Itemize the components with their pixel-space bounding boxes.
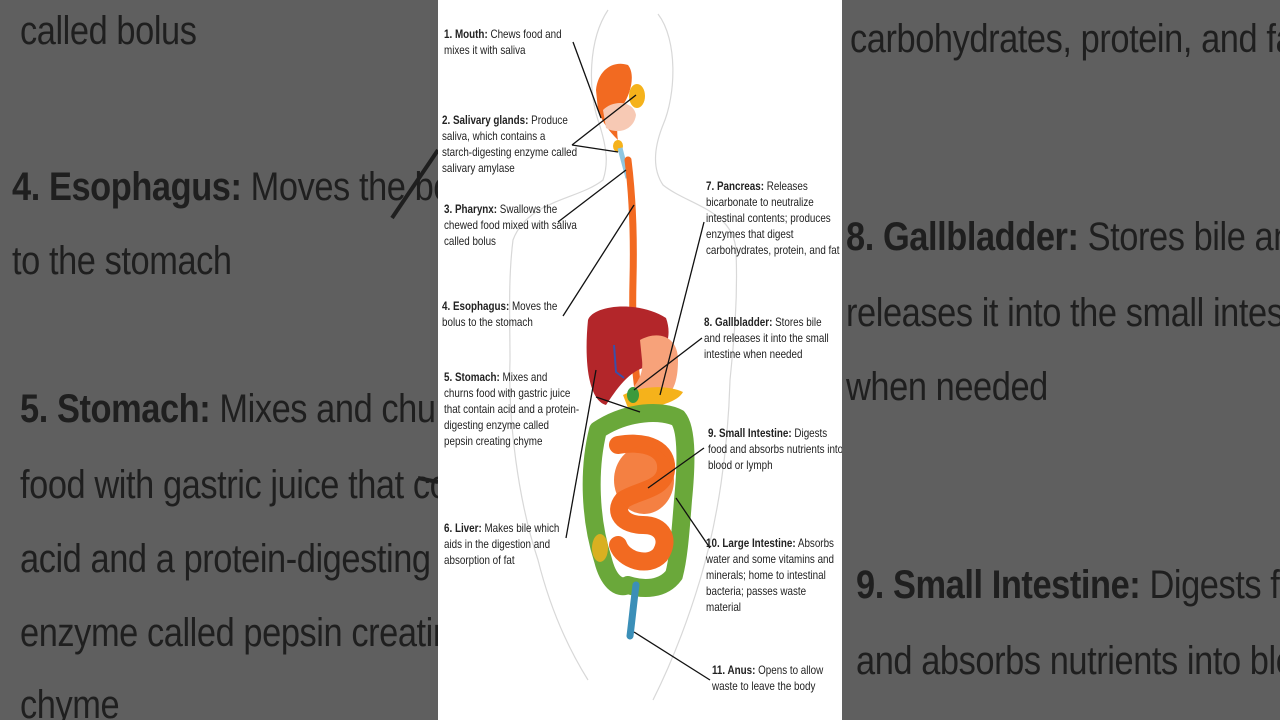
right-bg-gallbladder-line3: when needed	[846, 365, 1048, 409]
label-salivary-glands: 2. Salivary glands: Produce saliva, whic…	[442, 113, 578, 175]
right-zoomed-background: carbohydrates, protein, and fat 8. Gallb…	[842, 0, 1280, 720]
label-gallbladder: 8. Gallbladder: Stores bile and releases…	[704, 315, 829, 361]
right-bg-small-intestine-line2: and absorbs nutrients into blood	[856, 639, 1280, 683]
left-bg-esophagus-line1: 4. Esophagus: Moves the bolus	[12, 165, 438, 209]
left-bg-stomach-line4: enzyme called pepsin creating	[20, 611, 438, 655]
left-bg-esophagus-line2: to the stomach	[12, 239, 232, 283]
right-bg-small-intestine-line1: 9. Small Intestine: Digests food	[856, 563, 1280, 607]
left-bg-stomach-line1: 5. Stomach: Mixes and churns	[20, 387, 438, 431]
label-anus: 11. Anus: Opens to allow waste to leave …	[712, 663, 824, 693]
left-bg-line-bolus: called bolus	[20, 9, 197, 53]
right-bg-gallbladder-line1: 8. Gallbladder: Stores bile and	[846, 215, 1280, 259]
right-bg-line-carbs: carbohydrates, protein, and fat	[850, 17, 1280, 61]
left-bg-leader-lines	[390, 148, 438, 484]
left-bg-stomach-line2: food with gastric juice that contain	[20, 463, 438, 507]
right-bg-gallbladder-line2: releases it into the small intestine	[846, 291, 1280, 335]
left-zoomed-background: called bolus 4. Esophagus: Moves the bol…	[0, 0, 438, 720]
label-large-intestine: 10. Large Intestine: Absorbs water and s…	[706, 536, 834, 614]
label-liver: 6. Liver: Makes bile which aids in the d…	[444, 521, 560, 567]
label-mouth: 1. Mouth: Chews food and mixes it with s…	[444, 27, 562, 57]
digestive-system-diagram: 1. Mouth: Chews food and mixes it with s…	[438, 0, 842, 720]
anatomy-illustration	[509, 9, 738, 701]
left-bg-stomach-line5: chyme	[20, 683, 120, 720]
label-small-intestine: 9. Small Intestine: Digests food and abs…	[708, 426, 842, 472]
label-esophagus: 4. Esophagus: Moves the bolus to the sto…	[442, 299, 558, 329]
left-bg-stomach-line3: acid and a protein-digesting	[20, 537, 431, 581]
label-pancreas: 7. Pancreas: Releases bicarbonate to neu…	[706, 179, 840, 257]
label-stomach: 5. Stomach: Mixes and churns food with g…	[444, 370, 580, 448]
label-pharynx: 3. Pharynx: Swallows the chewed food mix…	[444, 202, 577, 248]
